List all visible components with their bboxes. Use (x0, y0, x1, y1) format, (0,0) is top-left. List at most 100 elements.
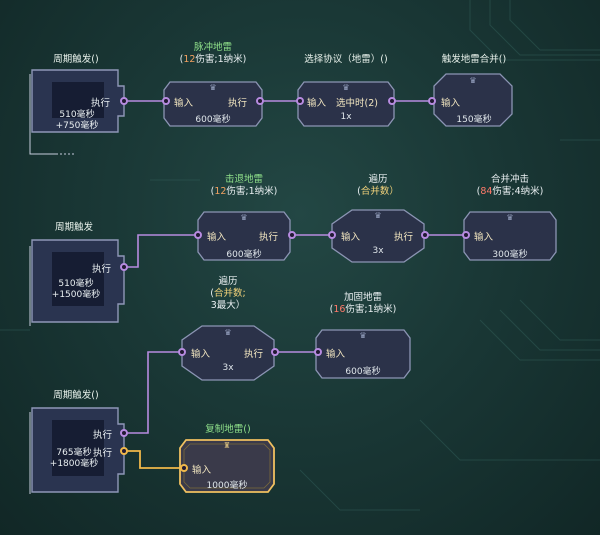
merge-impact-name: 合并冲击 (490, 174, 529, 185)
trigger-1-interval: 510毫秒 (59, 110, 95, 120)
merge-impact-title: 合并冲击 (84伤害;4纳米) (476, 174, 544, 197)
trigger-3-exec-port-1[interactable] (120, 429, 128, 437)
select-protocol-out-port[interactable] (388, 97, 396, 105)
trigger-1-title: 周期触发() (53, 54, 99, 65)
merge-impact-node-shape (463, 211, 557, 261)
knockback-mine-out-label: 执行 (259, 232, 279, 243)
knockback-mine-node-shape (197, 211, 291, 261)
background-circuit-lines (0, 0, 600, 511)
trigger-3-exec-label-2: 执行 (93, 448, 113, 459)
traverse-2-title: 遍历 (合并数; 3最大） (210, 276, 246, 311)
trigger-block-3-shape (29, 407, 125, 494)
select-protocol-count: 1x (340, 112, 352, 122)
trigger-3-exec-label-1: 执行 (93, 430, 113, 441)
crown-icon: ♛ (224, 328, 232, 337)
trigger-block-2-shape (29, 239, 125, 326)
trigger-3-offset: +1800毫秒 (49, 459, 99, 469)
trigger-2-interval: 510毫秒 (58, 279, 94, 289)
copy-mine-in-port[interactable] (180, 464, 188, 472)
pulse-mine-out-port[interactable] (256, 97, 264, 105)
traverse-2-out-label: 执行 (244, 349, 264, 360)
trigger-merge-in-port[interactable] (428, 97, 436, 105)
knockback-mine-time: 600毫秒 (226, 250, 262, 260)
traverse-2-out-port[interactable] (271, 348, 279, 356)
knockback-mine-damage: 12 (214, 186, 227, 197)
traverse-1-param: 合并数） (360, 186, 399, 197)
trigger-2-timing: 510毫秒 +1500毫秒 (52, 279, 100, 301)
traverse-2-max: 3最大） (210, 300, 246, 311)
merge-impact-time: 300毫秒 (492, 250, 528, 260)
trigger-block-1-shape (29, 69, 125, 155)
knockback-mine-in-port[interactable] (194, 231, 202, 239)
crown-icon: ♛ (469, 76, 477, 85)
trigger-1-offset: +750毫秒 (55, 121, 99, 131)
reinforce-mine-name: 加固地雷 (343, 292, 382, 303)
reinforce-mine-in-port[interactable] (314, 348, 322, 356)
trigger-2-exec-label: 执行 (92, 264, 112, 275)
traverse-2-in-label: 输入 (191, 349, 211, 360)
trigger-2-title: 周期触发 (54, 222, 94, 233)
reinforce-mine-stats: 伤害;1纳米 (345, 304, 393, 315)
select-protocol-in-port[interactable] (296, 97, 304, 105)
trigger-3-exec-port-2[interactable] (120, 447, 128, 455)
traverse-1-in-label: 输入 (341, 232, 361, 243)
knockback-mine-in-label: 输入 (207, 232, 227, 243)
reinforce-mine-title: 加固地雷 (16伤害;1纳米) (329, 292, 397, 315)
select-protocol-title: 选择协议（地雷）() (304, 54, 388, 65)
reinforce-mine-damage: 16 (333, 304, 346, 315)
trigger-1-exec-label: 执行 (91, 98, 111, 109)
merge-impact-damage: 84 (480, 186, 493, 197)
merge-impact-in-port[interactable] (462, 231, 470, 239)
merge-impact-stats: 伤害;4纳米 (492, 186, 540, 197)
crown-icon: ♛ (374, 211, 382, 220)
pulse-mine-time: 600毫秒 (195, 115, 231, 125)
crown-icon: ♛ (506, 213, 514, 222)
connection-wires (124, 100, 466, 434)
reinforce-mine-time: 600毫秒 (345, 367, 381, 377)
trigger-merge-title: 触发地雷合并() (441, 54, 507, 65)
knockback-mine-stats: 伤害;1纳米 (226, 186, 274, 197)
traverse-2-in-port[interactable] (178, 348, 186, 356)
trigger-merge-in-label: 输入 (441, 98, 461, 109)
copy-mine-title: 复制地雷() (205, 424, 251, 435)
copy-mine-in-label: 输入 (192, 465, 212, 476)
trigger-2-offset: +1500毫秒 (51, 290, 101, 300)
trigger-1-timing: 510毫秒 +750毫秒 (56, 110, 99, 132)
crown-icon: ♛ (240, 213, 248, 222)
knockback-mine-title: 击退地雷 (12伤害;1纳米) (210, 174, 278, 197)
traverse-2-name: 遍历 (218, 276, 238, 287)
traverse-2-count: 3x (222, 363, 234, 373)
select-protocol-in-label: 输入 (307, 98, 327, 109)
crown-icon: ♛ (209, 83, 217, 92)
crown-icon: ♛ (342, 83, 350, 92)
reinforce-mine-in-label: 输入 (326, 349, 346, 360)
trigger-3-timing: 765毫秒 +1800毫秒 (50, 448, 98, 470)
copy-mine-time: 1000毫秒 (206, 481, 248, 491)
trigger-3-title: 周期触发() (53, 390, 99, 401)
crown-icon: ♜ (223, 441, 231, 450)
pulse-mine-damage: 12 (183, 54, 196, 65)
trigger-merge-node-shape (433, 73, 513, 127)
trigger-2-exec-port[interactable] (120, 263, 128, 271)
trigger-1-exec-port[interactable] (120, 97, 128, 105)
knockback-mine-name: 击退地雷 (224, 174, 263, 185)
trigger-merge-time: 150毫秒 (456, 115, 492, 125)
traverse-1-title: 遍历 (合并数） (357, 174, 399, 197)
traverse-1-name: 遍历 (368, 174, 388, 185)
trigger-3-interval: 765毫秒 (56, 448, 92, 458)
traverse-1-out-port[interactable] (421, 231, 429, 239)
traverse-1-in-port[interactable] (328, 231, 336, 239)
pulse-mine-name: 脉冲地雷 (193, 42, 232, 53)
traverse-1-out-label: 执行 (394, 232, 414, 243)
pulse-mine-out-label: 执行 (228, 98, 248, 109)
select-protocol-mid-label: 选中时(2) (336, 98, 378, 109)
active-wire (124, 450, 184, 469)
merge-impact-in-label: 输入 (474, 232, 494, 243)
traverse-1-count: 3x (372, 246, 384, 256)
crown-icon: ♛ (359, 331, 367, 340)
pulse-mine-in-port[interactable] (162, 97, 170, 105)
copy-mine-node-shape (179, 439, 275, 493)
pulse-mine-in-label: 输入 (174, 98, 194, 109)
knockback-mine-out-port[interactable] (288, 231, 296, 239)
